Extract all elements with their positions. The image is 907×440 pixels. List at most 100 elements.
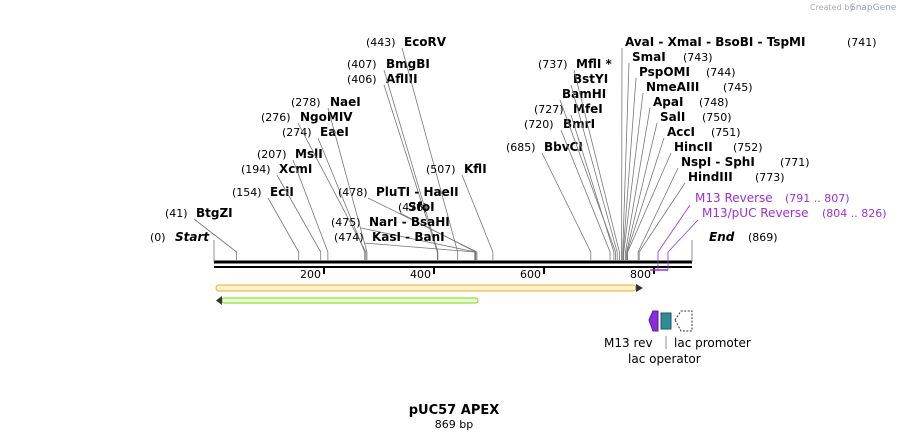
site-leader	[638, 182, 686, 261]
plasmid-name: pUC57 APEX	[409, 403, 500, 418]
site-leader	[363, 242, 476, 261]
primer-m13-puc-reverse[interactable]: M13/pUC Reverse (804 .. 826)	[667, 206, 887, 270]
site-name: MflI *	[576, 57, 612, 71]
site-14[interactable]: BamHI	[559, 87, 616, 261]
site-18[interactable]: SmaI(743)	[622, 50, 713, 261]
site-position: (474)	[334, 231, 364, 244]
site-21[interactable]: ApaI (748)	[625, 95, 729, 261]
site-8[interactable]: BmgBI (407)	[347, 57, 439, 261]
site-leader	[367, 197, 478, 261]
end-position: (869)	[748, 231, 778, 244]
site-leader	[383, 69, 439, 261]
site-12[interactable]: BmrI(720)	[524, 117, 611, 261]
site-position: (745)	[723, 81, 753, 94]
site-23[interactable]: AccI (751)	[626, 125, 741, 261]
site-position: (407)	[347, 58, 377, 71]
primer-m13-puc-reverse-leader	[667, 219, 699, 270]
site-name: NarI - BsaHI	[369, 215, 450, 229]
site-position: (476)	[398, 201, 428, 214]
primer-m13-puc-reverse-name: M13/pUC Reverse	[702, 206, 809, 220]
site-22[interactable]: SalI(750)	[626, 110, 732, 261]
site-6[interactable]: NaeI(278)	[291, 95, 368, 261]
site-position: (194)	[241, 163, 271, 176]
site-leader	[317, 137, 366, 261]
site-10[interactable]: KflI(507)	[426, 162, 494, 261]
site-name: NaeI	[330, 95, 361, 109]
site-leader	[623, 92, 644, 261]
site-0[interactable]: BtgZI(41)	[165, 206, 237, 261]
site-leader	[193, 218, 237, 261]
ruler-label-800: 800	[630, 268, 651, 281]
m13-rev-icon[interactable]	[648, 310, 659, 332]
site-position: (771)	[780, 156, 810, 169]
site-2[interactable]: XcmI (194)	[241, 162, 322, 261]
site-name: SfoI	[408, 200, 435, 214]
site-position: (751)	[711, 126, 741, 139]
orange-feature[interactable]	[215, 284, 643, 292]
site-leader	[573, 69, 620, 261]
restriction-sites: BtgZI(41)EciI(154)XcmI(194)MslI(207)EaeI…	[165, 35, 877, 261]
site-position: (207)	[257, 148, 287, 161]
site-name: NspI - SphI	[681, 155, 755, 169]
site-name: MfeI	[573, 102, 603, 116]
primer-m13-puc-reverse-range: (804 .. 826)	[822, 207, 887, 220]
site-name: BstYI	[573, 72, 608, 86]
primer-m13-reverse[interactable]: M13 Reverse (791 .. 807)	[657, 191, 850, 270]
site-name: BmgBI	[386, 57, 430, 71]
ruler-label-200: 200	[300, 268, 321, 281]
site-leader	[570, 84, 618, 261]
snapgene-brand: SnapGene	[850, 3, 897, 13]
site-11[interactable]: BbvCI(685)	[506, 140, 592, 261]
site-29[interactable]: NarI - BsaHI(475)	[331, 215, 476, 261]
site-name: BmrI	[563, 117, 595, 131]
site-1[interactable]: EciI(154)	[232, 185, 300, 261]
start-position: (0)	[150, 231, 166, 244]
site-name: KasI - BanI	[372, 230, 445, 244]
site-13[interactable]: MfeI (727)	[534, 102, 615, 261]
site-16[interactable]: MflI * (737)	[538, 57, 620, 261]
site-position: (741)	[847, 36, 877, 49]
lac-operator-icon[interactable]	[660, 312, 672, 330]
site-24[interactable]: HincII(752)	[627, 140, 763, 261]
site-position: (748)	[699, 96, 729, 109]
site-26[interactable]: HindIII(773)	[638, 170, 785, 261]
site-9[interactable]: EcoRV(443)	[366, 35, 459, 261]
orange-feature-arrowhead	[636, 284, 643, 292]
site-15[interactable]: BstYI	[570, 72, 618, 261]
site-27[interactable]: PluTI - HaeII(478)	[338, 185, 478, 261]
site-name: BtgZI	[196, 206, 233, 220]
site-position: (443)	[366, 36, 396, 49]
start-label: Start	[175, 230, 210, 244]
site-name: MslI	[295, 147, 323, 161]
site-leader	[560, 129, 611, 261]
site-leader	[622, 77, 637, 261]
site-name: AccI	[667, 125, 695, 139]
site-position: (737)	[538, 58, 568, 71]
ruler-label-400: 400	[410, 268, 431, 281]
site-name: PspOMI	[639, 65, 690, 79]
site-name: HincII	[674, 140, 713, 154]
site-5[interactable]: NgoMIV(276)	[261, 110, 367, 261]
end-label: End	[709, 230, 735, 244]
site-leader	[292, 159, 329, 261]
site-position: (478)	[338, 186, 368, 199]
site-17[interactable]: AvaI - XmaI - BsoBI - TspMI(741)	[621, 35, 877, 261]
site-leader	[627, 152, 672, 261]
site-28[interactable]: SfoI(476)	[398, 200, 477, 261]
site-leader	[559, 99, 616, 261]
site-name: XcmI	[279, 162, 312, 176]
site-20[interactable]: NmeAIII(745)	[623, 80, 753, 261]
site-30[interactable]: KasI - BanI (474)	[334, 230, 476, 261]
site-25[interactable]: NspI - SphI (771)	[637, 155, 810, 261]
site-leader	[399, 212, 477, 261]
site-name: SmaI	[632, 50, 666, 64]
site-name: ApaI	[653, 95, 683, 109]
site-position: (727)	[534, 103, 564, 116]
orange-feature-bar	[215, 284, 637, 292]
site-19[interactable]: PspOMI(744)	[622, 65, 736, 261]
site-leader	[622, 62, 630, 261]
lac-promoter-icon[interactable]	[674, 310, 693, 332]
green-feature[interactable]	[216, 296, 479, 305]
